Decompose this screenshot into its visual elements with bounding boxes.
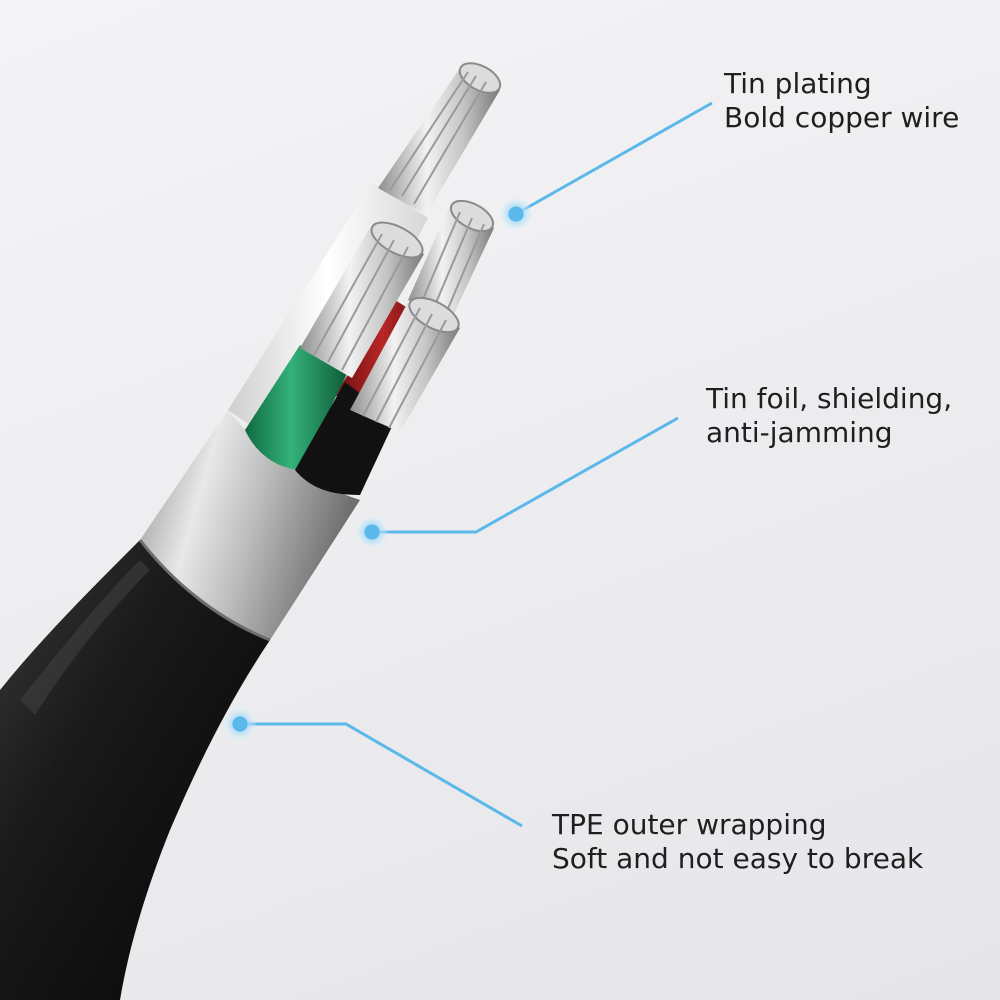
callout-line-1: Tin foil, shielding, (706, 382, 953, 415)
foil-edge (138, 539, 271, 642)
strand-bundle-front (350, 296, 460, 432)
callout-line-tin-plating (515, 101, 713, 216)
strand-bundle-top (378, 62, 502, 215)
callout-dot-icon (356, 516, 388, 548)
callout-label-tin-foil: Tin foil, shielding, anti-jamming (706, 382, 952, 450)
callout-line-2: anti-jamming (706, 416, 893, 449)
strand-bundle-left (300, 221, 424, 378)
green-wire (245, 345, 348, 470)
callout-label-tin-plating: Tin plating Bold copper wire (724, 67, 959, 135)
callout-dot-icon (500, 198, 532, 230)
jacket-highlight (20, 560, 150, 715)
strand-bundle-right (408, 199, 495, 322)
callout-dot-icon (224, 708, 256, 740)
outer-jacket (0, 540, 270, 1000)
callout-label-tpe: TPE outer wrapping Soft and not easy to … (552, 808, 923, 876)
callout-line-1: TPE outer wrapping (552, 808, 827, 841)
callout-line-2: Bold copper wire (724, 101, 960, 134)
callout-line-tin-foil (372, 416, 679, 534)
callout-line-tpe (240, 722, 523, 828)
callout-line-1: Tin plating (724, 67, 872, 100)
foil-shield (140, 410, 360, 640)
callout-line-2: Soft and not easy to break (552, 842, 924, 875)
